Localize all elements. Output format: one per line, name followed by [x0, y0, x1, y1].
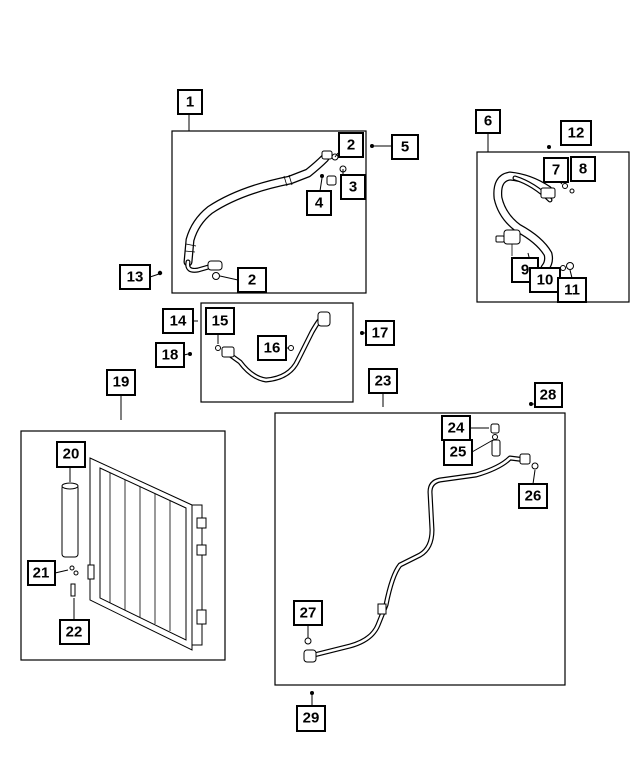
- o-ring-part-8: [569, 188, 575, 194]
- callout-9-label: 9: [521, 262, 529, 279]
- discharge-hose-assembly: [493, 171, 556, 273]
- callout-5: 5: [391, 134, 419, 160]
- callout-6: 6: [475, 109, 501, 134]
- callout-17: 17: [365, 320, 395, 346]
- callout-29: 29: [296, 705, 326, 732]
- callout-24-label: 24: [448, 420, 465, 437]
- group-frame-19: [20, 430, 226, 661]
- callout-21-label: 21: [33, 565, 50, 582]
- callout-5-label: 5: [401, 139, 409, 156]
- o-ring-part-15: [215, 345, 221, 351]
- callout-20: 20: [56, 441, 86, 468]
- callout-22: 22: [59, 619, 90, 645]
- o-ring-part-16: [288, 345, 294, 351]
- callout-27-label: 27: [300, 605, 317, 622]
- callout-19: 19: [106, 369, 136, 396]
- callout-11-label: 11: [564, 282, 580, 299]
- fastener-dot-4: [320, 174, 324, 178]
- callout-2a-label: 2: [347, 137, 355, 154]
- fastener-dot-17: [360, 331, 364, 335]
- callout-18: 18: [155, 342, 185, 368]
- group-frame-6: [476, 151, 630, 303]
- callout-13-label: 13: [127, 269, 144, 286]
- callout-25: 25: [443, 439, 473, 466]
- callout-2b-label: 2: [248, 272, 256, 289]
- callout-1: 1: [177, 89, 203, 115]
- condenser-assembly: [87, 457, 207, 651]
- callout-7-label: 7: [552, 162, 560, 179]
- suction-hose-assembly: [183, 150, 337, 273]
- o-ring-part-10: [560, 265, 566, 271]
- callout-12-label: 12: [568, 125, 585, 142]
- callout-8-label: 8: [579, 161, 587, 178]
- callout-22-label: 22: [66, 624, 83, 641]
- cap-part-24: [490, 423, 500, 434]
- callout-2a: 2: [338, 132, 364, 158]
- callout-16: 16: [257, 335, 287, 361]
- callout-13: 13: [119, 264, 151, 290]
- callout-12: 12: [560, 120, 592, 146]
- o-ring-part-2b: [212, 272, 220, 280]
- fastener-dot-5: [370, 144, 374, 148]
- callout-10-label: 10: [537, 272, 554, 289]
- group-frame-14: [200, 302, 354, 403]
- liquid-line-assembly: [221, 311, 331, 383]
- callout-1-label: 1: [186, 94, 194, 111]
- callout-3: 3: [340, 174, 366, 200]
- o-ring-part-27: [304, 637, 312, 645]
- callout-10: 10: [529, 267, 561, 293]
- fastener-part-11: [566, 262, 574, 270]
- o-ring-part-26: [531, 462, 539, 470]
- group-frame-1: [171, 130, 367, 294]
- callout-19-label: 19: [113, 374, 130, 391]
- plug-part-22: [70, 583, 76, 597]
- callout-16-label: 16: [264, 340, 281, 357]
- callout-17-label: 17: [372, 325, 389, 342]
- leader-lines: [54, 114, 573, 706]
- callout-4: 4: [306, 190, 332, 216]
- callout-20-label: 20: [63, 446, 80, 463]
- callout-3-label: 3: [349, 179, 357, 196]
- group-frame-23: [274, 412, 566, 686]
- callout-6-label: 6: [484, 113, 492, 130]
- callout-8: 8: [570, 156, 596, 182]
- callout-26: 26: [518, 483, 548, 509]
- callout-14: 14: [162, 308, 194, 334]
- ac-line-assembly: [303, 439, 531, 663]
- fastener-dot-12: [547, 145, 551, 149]
- callout-23-label: 23: [375, 373, 392, 390]
- callout-15: 15: [205, 307, 235, 335]
- callout-24: 24: [441, 415, 471, 441]
- o-ring-part-21b: [73, 570, 79, 576]
- fastener-dot-28: [529, 402, 533, 406]
- receiver-drier-part-20: [61, 482, 79, 558]
- callout-28: 28: [534, 382, 563, 408]
- callout-27: 27: [293, 600, 323, 626]
- callout-25-label: 25: [450, 444, 467, 461]
- o-ring-part-7: [562, 183, 568, 189]
- callout-11: 11: [557, 277, 587, 303]
- callout-2b: 2: [237, 267, 267, 293]
- callout-28-label: 28: [540, 387, 557, 404]
- callout-18-label: 18: [162, 347, 179, 364]
- callout-21: 21: [27, 560, 56, 586]
- callout-15-label: 15: [212, 313, 229, 330]
- callout-4-label: 4: [315, 195, 324, 212]
- callout-7: 7: [543, 157, 569, 183]
- fastener-dot-18: [188, 352, 192, 356]
- callout-23: 23: [368, 368, 398, 394]
- valve-part-25: [492, 434, 498, 440]
- callout-14-label: 14: [170, 313, 187, 330]
- fastener-dot-29: [310, 691, 314, 695]
- o-ring-part-21a: [69, 565, 75, 571]
- callout-29-label: 29: [303, 710, 320, 727]
- callout-26-label: 26: [525, 488, 542, 505]
